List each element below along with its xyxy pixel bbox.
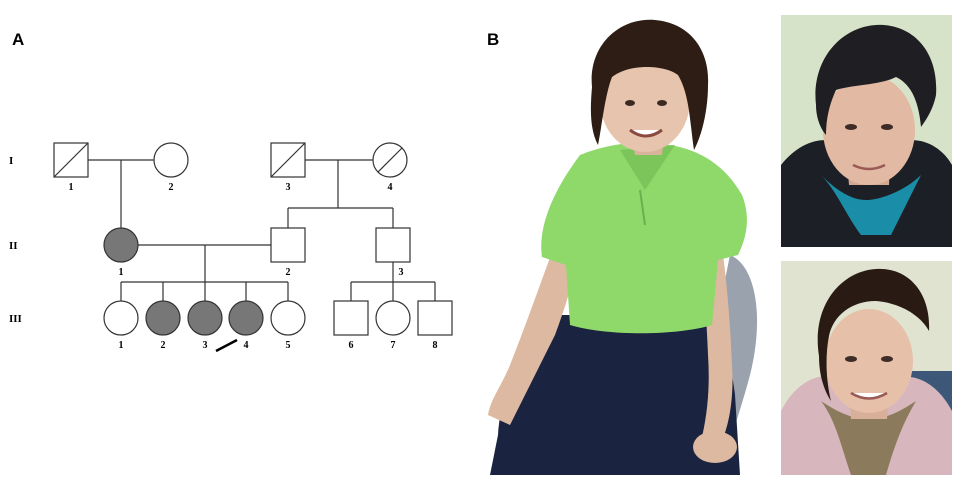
individual-number: 4 [244, 340, 249, 351]
individual-number: 3 [286, 182, 291, 193]
individual-II-2 [270, 227, 306, 263]
individual-number: 2 [286, 267, 291, 278]
individual-number: 7 [391, 340, 396, 351]
individual-II-3 [375, 227, 411, 263]
individual-number: 5 [286, 340, 291, 351]
individual-number: 1 [119, 340, 124, 351]
generation-label-II: II [9, 240, 18, 252]
proband-arrow [215, 338, 238, 353]
individual-III-7 [375, 300, 411, 336]
panel-label-b: B [487, 30, 500, 49]
individual-I-4 [372, 142, 408, 178]
individual-III-3-affected [187, 300, 223, 336]
individual-number: 3 [399, 267, 404, 278]
pedigree-lines [88, 159, 436, 301]
generation-label-I: I [9, 155, 13, 167]
pedigree-chart: I II III 1 2 3 4 1 2 3 1 2 3 4 5 6 7 8 [9, 142, 453, 353]
individual-number: 6 [349, 340, 354, 351]
individual-III-6 [333, 300, 369, 336]
individual-III-1 [103, 300, 139, 336]
individual-III-2-affected [145, 300, 181, 336]
individual-number: 8 [433, 340, 438, 351]
individual-III-5 [270, 300, 306, 336]
individual-number: 1 [119, 267, 124, 278]
panel-label-a: A [12, 30, 25, 49]
individual-I-2 [153, 142, 189, 178]
photo-relative-c [781, 15, 952, 247]
individual-number: 2 [161, 340, 166, 351]
individual-number: 1 [69, 182, 74, 193]
photo-relative-d [781, 261, 952, 475]
individual-number: 4 [388, 182, 393, 193]
individual-I-3 [270, 142, 306, 178]
individual-III-4-affected [228, 300, 264, 336]
photo-proband [480, 15, 772, 475]
individual-II-1-affected [103, 227, 139, 263]
generation-label-III: III [9, 313, 22, 325]
individual-III-8 [417, 300, 453, 336]
individual-I-1 [53, 142, 89, 178]
individual-number: 2 [169, 182, 174, 193]
individual-number: 3 [203, 340, 208, 351]
